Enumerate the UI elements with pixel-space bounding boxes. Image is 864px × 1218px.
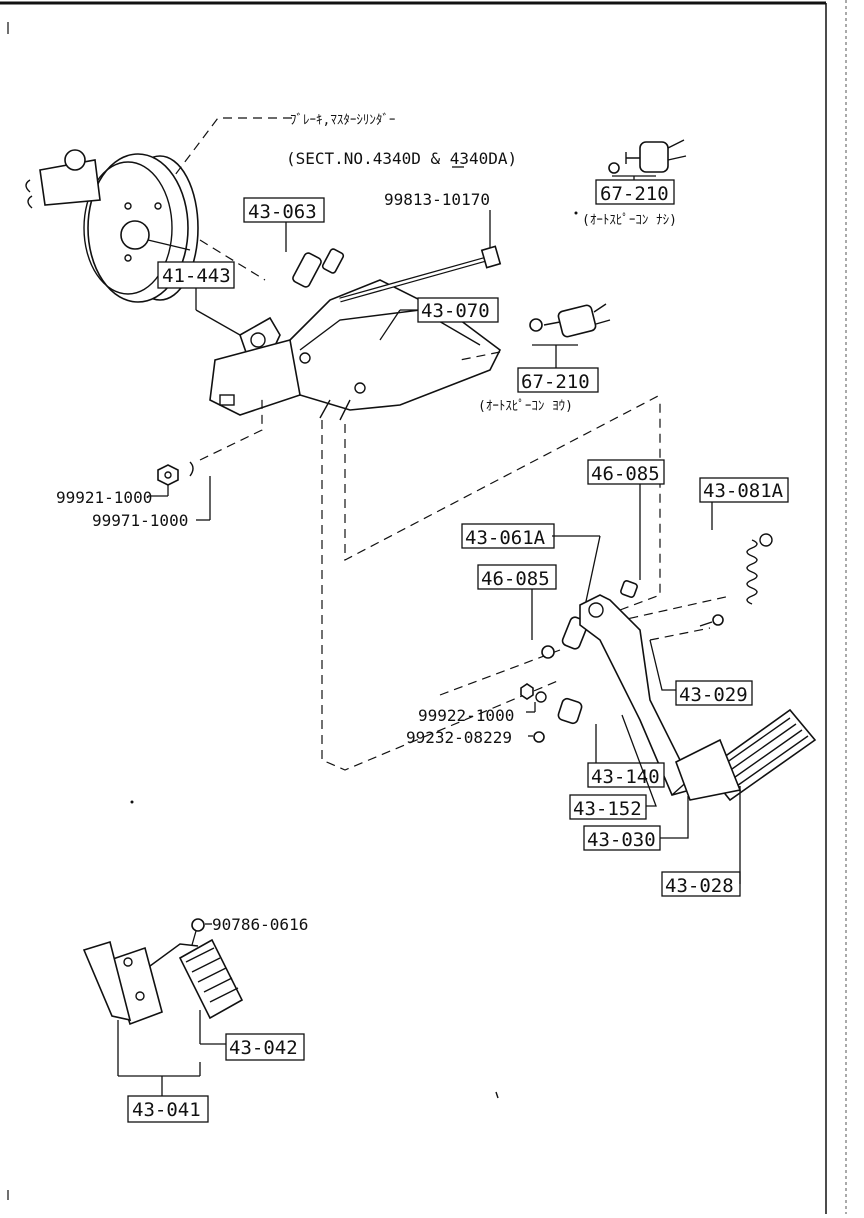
part-label-43-081a: 43-081A	[703, 480, 784, 502]
label-box-46-085-b	[477, 564, 557, 590]
part-label-99232-08229: 99232-08229	[406, 728, 512, 747]
label-box-41-443	[157, 261, 235, 289]
part-label-43-140: 43-140	[591, 766, 660, 788]
part-label-43-152: 43-152	[573, 798, 642, 820]
part-label-43-063: 43-063	[248, 201, 317, 223]
part-label-46-085-b: 46-085	[481, 568, 550, 590]
pad-icon	[675, 708, 817, 802]
part-label-43-042: 43-042	[229, 1037, 298, 1059]
part-label-43-029: 43-029	[679, 684, 748, 706]
label-box-43-030	[583, 825, 661, 851]
label-box-67-210-mid	[517, 367, 599, 393]
part-label-43-041: 43-041	[132, 1099, 201, 1121]
part-label-41-443: 41-443	[162, 265, 231, 287]
page-frame	[0, 0, 847, 1214]
assembly-path-left	[321, 420, 561, 771]
label-box-43-028	[661, 871, 741, 897]
part-label-90786-0616: 90786-0616	[212, 915, 308, 934]
part-label-99971-1000: 99971-1000	[92, 511, 188, 530]
bushing-small-icon	[620, 580, 638, 598]
nut-icon	[157, 461, 194, 486]
bolt-small-icon	[699, 614, 724, 627]
label-box-43-061a	[461, 523, 555, 549]
part-label-43-061a: 43-061A	[465, 527, 546, 549]
bracket-icon	[209, 279, 502, 421]
brake-note-line1: ﾌﾞﾚｰｷ,ﾏｽﾀｰｼﾘﾝﾀﾞｰ	[290, 113, 395, 128]
label-box-43-042	[225, 1033, 305, 1061]
brake-note-line2: (SECT.NO.4340D & 4340DA)	[286, 149, 517, 168]
bolt-icon	[339, 245, 502, 303]
part-label-43-030: 43-030	[587, 829, 656, 851]
label-box-43-140	[587, 762, 665, 788]
assembly-path-mid	[344, 394, 661, 561]
spring-icon	[746, 533, 773, 605]
screw-icon	[191, 918, 205, 946]
label-box-43-029	[675, 680, 753, 706]
label-box-67-210-top	[595, 179, 675, 205]
part-label-43-028: 43-028	[665, 875, 734, 897]
label-box-46-085-a	[587, 459, 665, 485]
part-label-43-070: 43-070	[421, 300, 490, 322]
part-label-67-210-top: 67-210	[600, 183, 669, 205]
label-box-43-070	[417, 297, 499, 323]
part-label-99813-10170: 99813-10170	[384, 190, 490, 209]
nut-small-icon	[520, 683, 583, 743]
label-box-43-041	[127, 1095, 209, 1123]
part-label-67-210-mid: 67-210	[521, 371, 590, 393]
bushing-small-icon-b	[541, 645, 555, 659]
part-label-99922-1000: 99922-1000	[418, 706, 514, 725]
note-67-210-mid: (ｵｰﾄｽﾋﾟｰｺﾝ ﾖｳ)	[478, 399, 573, 414]
bushing-icon	[292, 248, 345, 288]
label-box-43-063	[243, 197, 325, 223]
accelerator-pad-icon	[178, 938, 244, 1020]
part-label-99921-1000: 99921-1000	[56, 488, 152, 507]
leader-brake-note	[174, 117, 292, 176]
note-67-210-top: (ｵｰﾄｽﾋﾟｰｺﾝ ﾅｼ)	[582, 213, 677, 228]
switch-icon	[608, 139, 687, 174]
accelerator-bracket-icon	[82, 940, 199, 1026]
label-box-43-081a	[699, 477, 789, 503]
label-box-43-152	[569, 794, 647, 820]
part-label-46-085-a: 46-085	[591, 463, 660, 485]
switch-icon-mid	[529, 303, 611, 338]
